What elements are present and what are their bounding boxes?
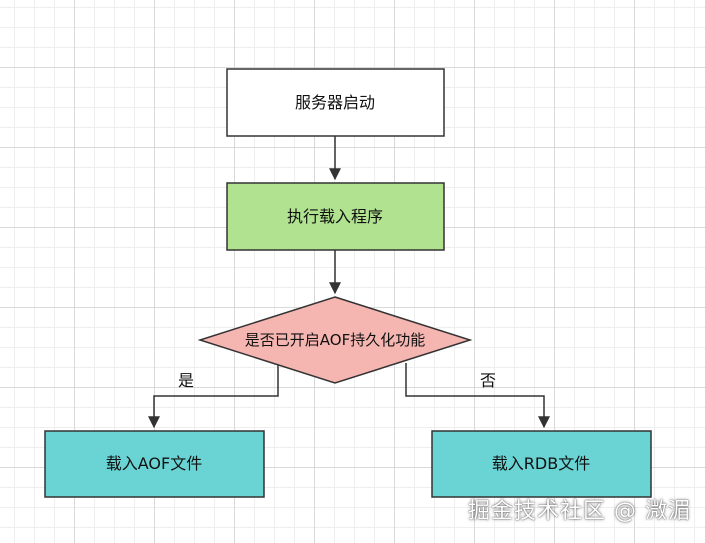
execute-node-box — [226, 182, 445, 251]
load-aof-node-box — [44, 430, 265, 498]
start-node-label: 服务器启动 — [295, 93, 375, 112]
start-node-box — [226, 68, 445, 137]
load-rdb-node-label: 载入RDB文件 — [492, 454, 590, 473]
yes-label: 是 — [178, 371, 194, 390]
load-rdb-node-box — [431, 430, 652, 498]
execute-node-label: 执行载入程序 — [287, 207, 383, 226]
no-label: 否 — [480, 371, 496, 390]
load-aof-node-label: 载入AOF文件 — [106, 454, 202, 473]
decision-node: 是否已开启AOF持久化功能 — [197, 296, 473, 384]
load-aof-node: 载入AOF文件 — [44, 430, 265, 498]
execute-node: 执行载入程序 — [226, 182, 445, 251]
load-rdb-node: 载入RDB文件 — [431, 430, 652, 498]
decision-node-diamond — [197, 296, 473, 384]
edge-decision-yes — [148, 363, 279, 429]
decision-node-label: 是否已开启AOF持久化功能 — [245, 331, 425, 349]
start-node: 服务器启动 — [226, 68, 445, 137]
edge-decision-no — [405, 363, 550, 429]
watermark: 掘金技术社区 @ 溦湄 — [468, 499, 691, 524]
